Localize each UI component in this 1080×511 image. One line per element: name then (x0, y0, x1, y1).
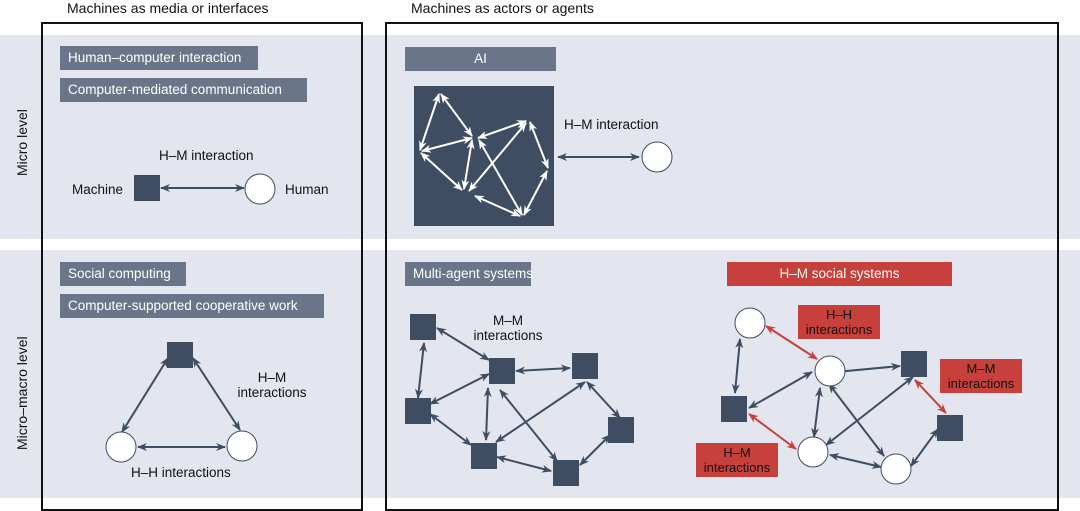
agent-node (572, 353, 598, 379)
agent-node (489, 358, 515, 384)
multi-agent-graph (405, 314, 634, 486)
macro-mid-mm-label: M–M interactions (473, 313, 543, 343)
agent-node (405, 398, 431, 424)
human-node (105, 431, 137, 463)
tag-cscw: Computer-supported cooperative work (60, 294, 324, 318)
machine-node (134, 175, 160, 201)
tag-multi-agent-systems: Multi-agent systems (405, 262, 533, 286)
tag-human-computer-interaction: Human–computer interaction (60, 46, 258, 70)
macro-left-hh-label: H–H interactions (131, 465, 231, 480)
tag-ai: AI (405, 47, 556, 71)
machine-node (167, 342, 193, 368)
human-node (734, 307, 766, 339)
tag-hm-social-systems: H–M social systems (727, 262, 952, 286)
agent-node (471, 443, 497, 469)
agent-node (608, 417, 634, 443)
agent-node (410, 314, 436, 340)
macro-left-hm-label: H–M interactions (237, 370, 307, 400)
machine-node (937, 415, 963, 441)
social-system-graph (721, 307, 963, 485)
macro-left-graph (105, 342, 258, 463)
micro-left-graph (134, 173, 276, 205)
mm-interactions-badge: M–M interactions (940, 359, 1022, 393)
hm-interaction-label: H–M interaction (159, 148, 254, 163)
human-node (880, 453, 912, 485)
human-node (797, 436, 829, 468)
ai-hm-interaction-label: H–M interaction (564, 117, 659, 132)
frame-media (41, 22, 363, 511)
human-node (244, 173, 276, 205)
machine-node (721, 396, 747, 422)
human-node (814, 355, 846, 387)
tag-social-computing: Social computing (60, 262, 186, 286)
tag-computer-mediated-communication: Computer-mediated communication (60, 78, 307, 102)
ai-human-node (641, 141, 673, 173)
machine-node (901, 351, 927, 377)
human-label: Human (285, 182, 329, 197)
agent-node (553, 460, 579, 486)
frame-agents (385, 22, 1059, 511)
ai-graph (414, 86, 673, 226)
human-node (226, 430, 258, 462)
column-title-agents: Machines as actors or agents (411, 0, 594, 16)
column-title-media: Machines as media or interfaces (67, 0, 269, 16)
machine-label: Machine (72, 182, 124, 197)
